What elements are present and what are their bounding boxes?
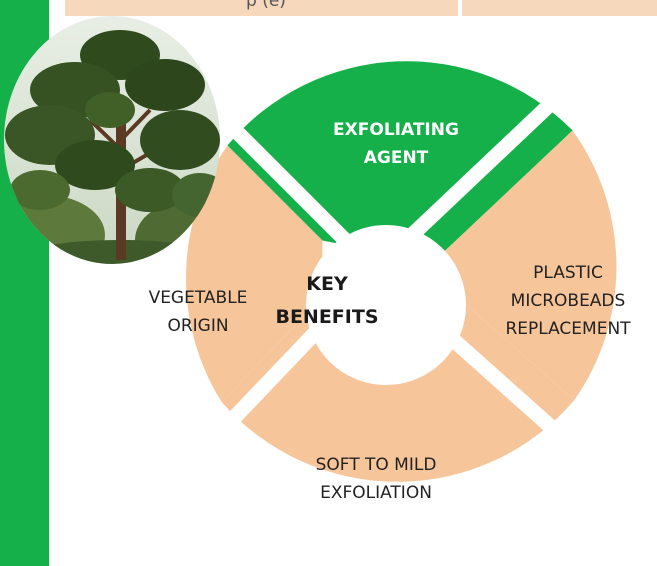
top-strip-partial-text: p (e): [246, 0, 286, 11]
center-label: KEY BENEFITS: [275, 273, 379, 328]
segment-right: [432, 130, 617, 401]
segment-left-label: VEGETABLE ORIGIN: [148, 288, 248, 336]
top-strip: [65, 0, 657, 16]
top-strip-divider: [458, 0, 462, 16]
segment-bottom-label: SOFT TO MILD EXFOLIATION: [315, 455, 437, 503]
segment-right-label: PLASTIC MICROBEADS REPLACEMENT: [505, 263, 631, 339]
center-circle: [306, 225, 466, 385]
segment-top-label: EXFOLIATING AGENT: [333, 120, 459, 168]
segment-left: [185, 145, 323, 403]
